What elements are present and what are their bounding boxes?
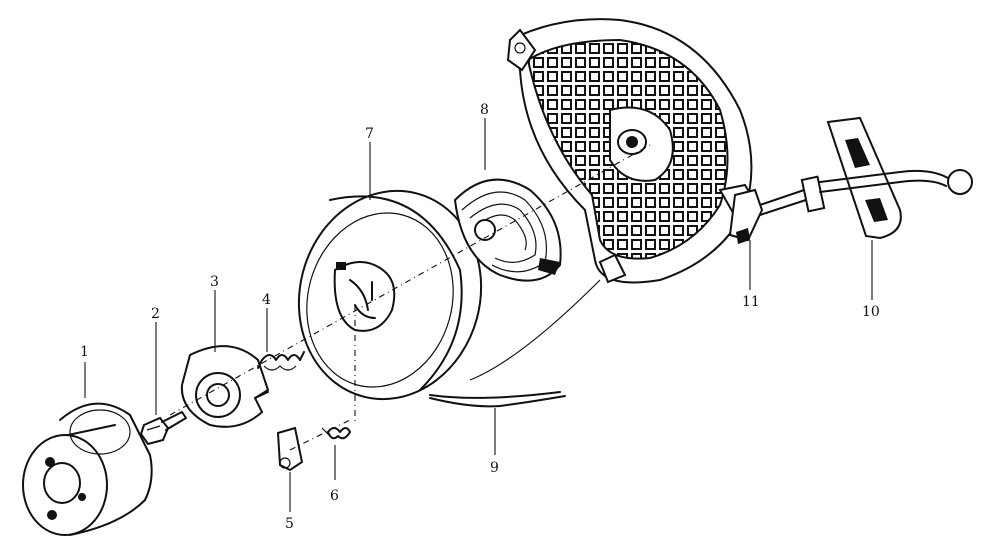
part-numbers: 1 2 3 4 5 6 7 8 9 10 11 bbox=[80, 102, 880, 532]
part-number-9: 9 bbox=[490, 460, 499, 476]
part-number-4: 4 bbox=[262, 292, 271, 308]
part-number-3: 3 bbox=[210, 274, 219, 290]
leader-lines bbox=[84, 118, 873, 512]
part-handle bbox=[759, 116, 973, 240]
part-number-2: 2 bbox=[151, 306, 160, 322]
part-guide bbox=[728, 188, 764, 244]
part-number-10: 10 bbox=[862, 304, 880, 320]
part-starter-cup bbox=[22, 402, 153, 536]
part-number-8: 8 bbox=[480, 102, 489, 118]
assembly-axis bbox=[169, 144, 651, 451]
part-pawl bbox=[276, 426, 304, 472]
part-housing bbox=[506, 18, 762, 284]
part-number-5: 5 bbox=[285, 516, 294, 532]
part-rope bbox=[429, 279, 601, 408]
part-number-7: 7 bbox=[365, 126, 374, 142]
part-small-spring bbox=[321, 427, 351, 440]
part-reel bbox=[297, 189, 483, 401]
part-ratchet-cam bbox=[180, 345, 270, 428]
part-bolt bbox=[139, 411, 187, 446]
part-spring bbox=[257, 351, 305, 371]
part-number-11: 11 bbox=[742, 294, 760, 310]
part-recoil-spring bbox=[453, 178, 562, 282]
part-number-6: 6 bbox=[330, 488, 339, 504]
part-number-1: 1 bbox=[80, 344, 89, 360]
